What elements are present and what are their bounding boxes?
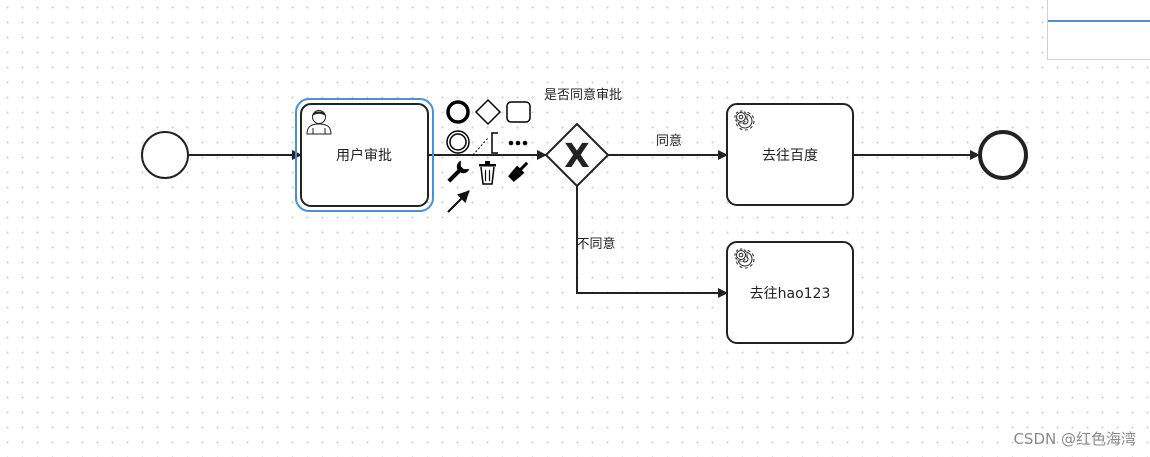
paint-icon[interactable]	[507, 159, 530, 182]
service-task-hao123[interactable]: 去往hao123	[726, 241, 854, 344]
gear-icon	[734, 110, 755, 131]
user-task[interactable]: 用户审批	[295, 98, 434, 212]
service-task-baidu[interactable]: 去往百度	[726, 103, 854, 206]
exclusive-gateway[interactable]: X	[544, 122, 610, 188]
user-task-label: 用户审批	[336, 147, 392, 164]
properties-panel-stub[interactable]	[1047, 0, 1150, 60]
user-icon	[306, 110, 332, 135]
panel-tab-indicator	[1048, 20, 1150, 22]
text-annotation-icon[interactable]	[472, 132, 498, 156]
end-event[interactable]	[978, 130, 1028, 180]
watermark: CSDN @红色海湾	[1013, 430, 1136, 448]
gateway-marker: X	[564, 136, 589, 175]
end-event-icon[interactable]	[446, 100, 470, 124]
connect-arrow-icon[interactable]	[447, 190, 470, 213]
selection-outline	[295, 98, 434, 212]
sequence-flow-disagree[interactable]	[576, 186, 728, 298]
start-event[interactable]	[141, 131, 189, 179]
trash-icon[interactable]	[479, 161, 496, 185]
service-task-baidu-label: 去往百度	[762, 148, 818, 164]
flow-label-agree: 同意	[656, 133, 682, 149]
gear-icon	[734, 248, 755, 269]
wrench-icon[interactable]	[444, 160, 470, 185]
flow-label-disagree: 不同意	[576, 236, 615, 252]
gateway-label: 是否同意审批	[544, 87, 622, 103]
service-task-hao123-label: 去往hao123	[750, 286, 831, 302]
intermediate-event-icon[interactable]	[446, 130, 470, 154]
more-icon[interactable]	[508, 140, 528, 146]
context-pad	[444, 98, 531, 213]
task-icon[interactable]	[506, 101, 531, 123]
gateway-icon[interactable]	[474, 98, 502, 126]
